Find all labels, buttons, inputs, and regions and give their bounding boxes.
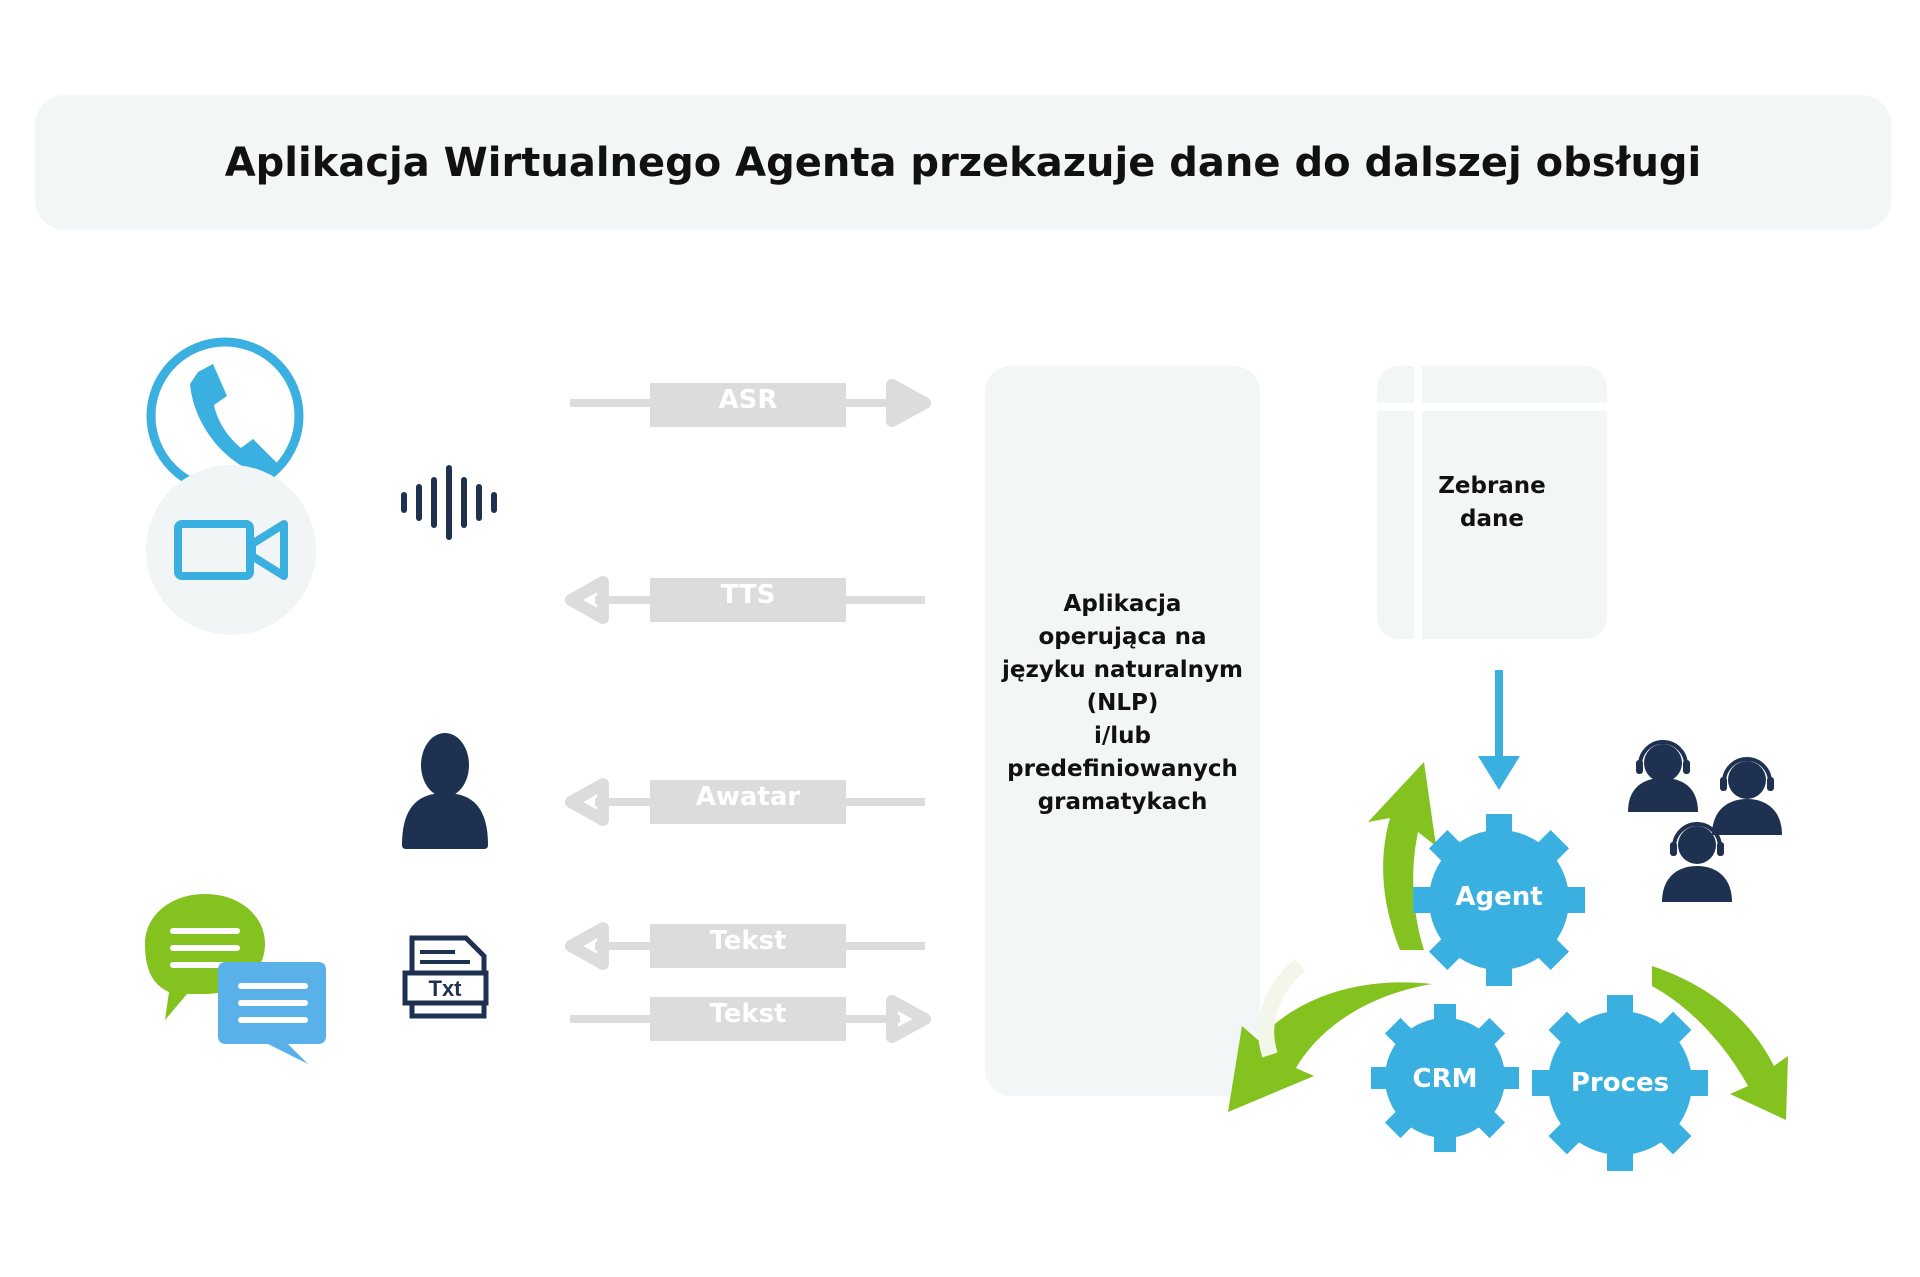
page-title: Aplikacja Wirtualnego Agenta przekazuje … [224, 139, 1702, 186]
txt-file-icon: Txt [402, 935, 489, 1019]
tekst-out-arrow [570, 995, 931, 1043]
green-arrows [1228, 762, 1788, 1120]
agent-gear-label: Agent [1455, 882, 1543, 912]
collected-data-panel [1377, 366, 1607, 639]
headset-agents-icon [1628, 740, 1782, 902]
title-bar: Aplikacja Wirtualnego Agenta przekazuje … [35, 95, 1891, 230]
tekst-out-label: Tekst [709, 999, 787, 1029]
collected-data-text: Zebrane dane [1438, 473, 1546, 532]
crm-gear-label: CRM [1412, 1064, 1478, 1094]
user-icon [402, 733, 488, 849]
awatar-label: Awatar [695, 782, 801, 812]
chat-bubbles-icon [145, 894, 326, 1064]
ghost-arrow [1258, 958, 1306, 1058]
sound-wave-icon [401, 465, 497, 540]
video-camera-icon [146, 465, 316, 635]
awatar-arrow [565, 778, 925, 826]
proces-gear-label: Proces [1570, 1068, 1670, 1098]
tts-label: TTS [720, 580, 776, 610]
tts-arrow [565, 576, 925, 624]
down-arrow [1478, 670, 1520, 790]
nlp-panel [985, 366, 1260, 1096]
asr-label: ASR [718, 385, 778, 415]
asr-arrow [570, 379, 931, 427]
gear-icon [1371, 814, 1708, 1171]
tekst-in-label: Tekst [709, 926, 787, 956]
nlp-panel-text: Aplikacja operująca na języku naturalnym… [1002, 591, 1243, 815]
tekst-in-arrow [565, 922, 925, 970]
txt-icon-label: Txt [429, 976, 463, 1001]
